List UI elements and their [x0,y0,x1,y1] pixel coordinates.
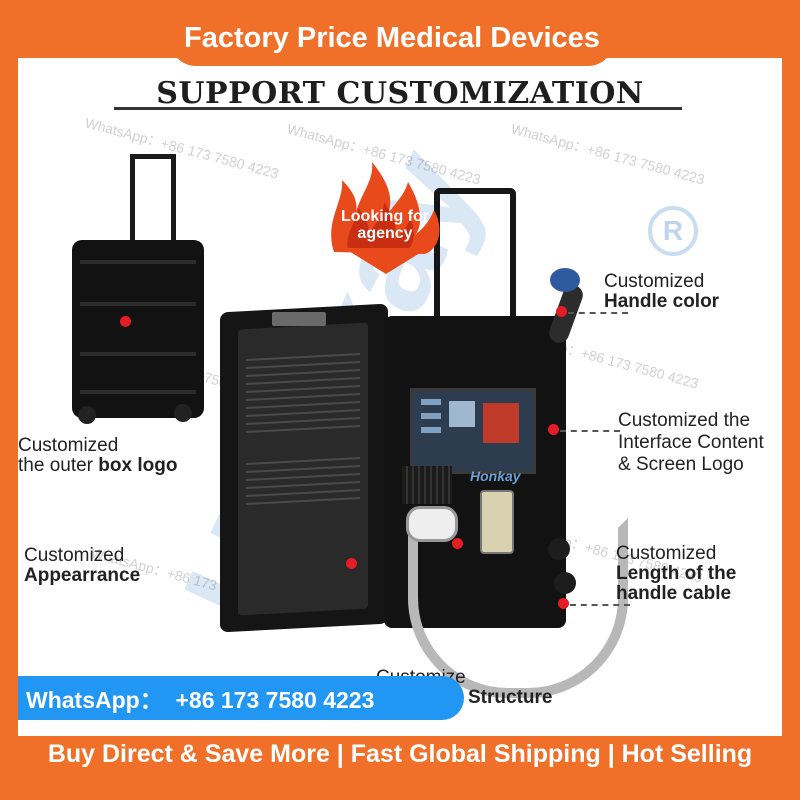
label-outer-box-logo: Customized the outer box logo [18,435,178,476]
wheel-icon [174,404,192,422]
handle-cable [408,518,628,698]
hotspot-dot [548,424,559,435]
label-cable-length: Customized Length of the handle cable [616,543,737,604]
headline-underline [114,107,682,110]
looking-for-agency-badge: Looking for agency [341,208,429,242]
headline: SUPPORT CUSTOMIZATION [156,76,644,111]
hotspot-dot [346,558,357,569]
label-appearance: Customized Appearrance [24,545,141,586]
product-image-area: SUPPORT CUSTOMIZATION Honkay R WhatsApp：… [18,58,782,736]
whatsapp-contact-bar[interactable]: WhatsApp： +86 173 7580 4223 [18,676,464,720]
operating-tips-tab [272,312,326,326]
handle-probe-cap [550,268,580,292]
hotspot-dot [120,316,131,327]
top-banner-title: Factory Price Medical Devices [184,21,600,54]
label-interface: Customized the Interface Content & Scree… [618,410,764,475]
small-case-trolley-handle [130,154,176,249]
device-screen [410,388,536,474]
hotspot-dot [452,538,463,549]
whatsapp-watermark: WhatsApp：+86 173 7580 4223 [509,120,707,188]
badge-arrow-icon [344,248,428,274]
device-trolley-handle [434,188,516,324]
hotspot-dot [556,306,567,317]
label-handle-color: Customized Handle color [604,271,720,312]
hotspot-dot [558,598,569,609]
flame-icon [331,162,440,254]
whatsapp-contact-text: WhatsApp： +86 173 7580 4223 [26,687,375,713]
device-lid-instructions-panel [238,322,368,616]
top-banner: Factory Price Medical Devices [170,10,614,66]
registered-mark-icon: R [648,206,698,256]
small-suitcase-image [72,240,204,418]
leader-line [568,312,628,314]
vent-grille [402,466,452,504]
bottom-banner-text: Buy Direct & Save More | Fast Global Shi… [47,740,753,768]
whatsapp-watermark: WhatsApp：+86 173 7580 4223 [83,114,281,182]
wheel-icon [78,406,96,424]
leader-line [560,430,620,432]
wheel-icon [554,572,576,594]
handpiece-icon [406,506,458,542]
wheel-icon [548,538,570,560]
device-brand-logo: Honkay [470,468,521,484]
leader-line [570,604,630,606]
